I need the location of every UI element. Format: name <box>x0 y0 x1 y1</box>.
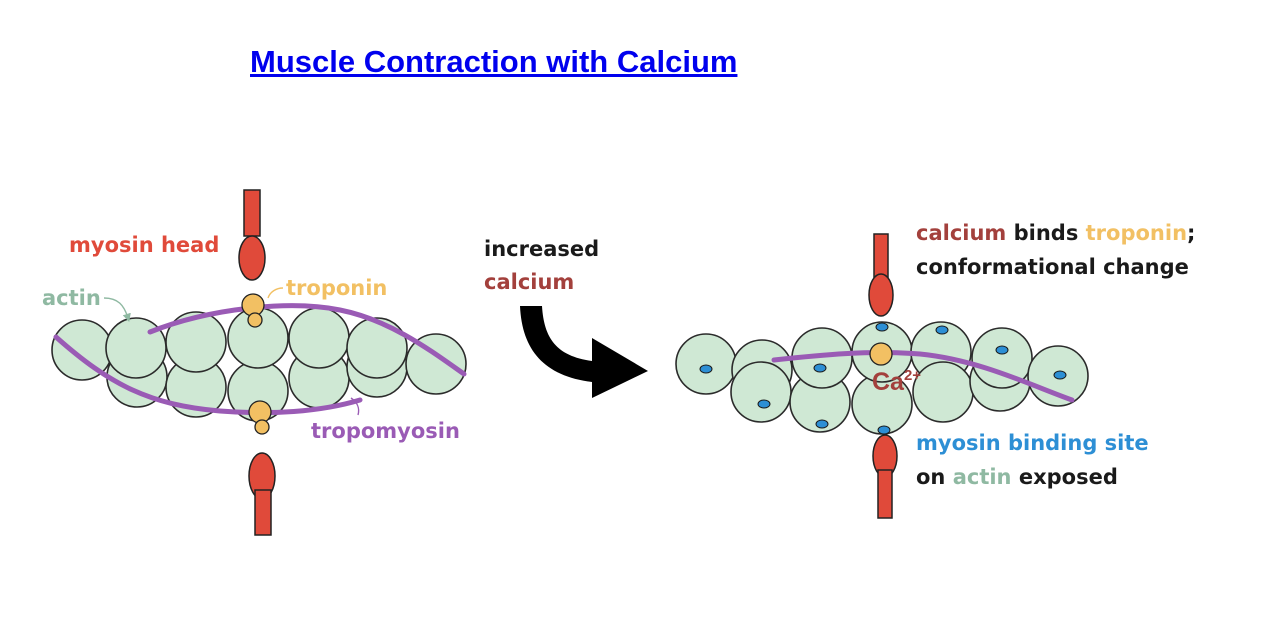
actin-bead <box>912 361 974 423</box>
actin-bead <box>165 311 227 373</box>
actin-label: actin <box>42 286 101 310</box>
actin-bead <box>971 327 1033 389</box>
actin-filament-left <box>51 307 467 422</box>
tropomyosin-right <box>771 350 1075 403</box>
binding-site <box>875 322 889 332</box>
binding-site <box>877 425 891 435</box>
myosin-head-bottom-right <box>872 434 898 519</box>
binding-site <box>815 419 829 429</box>
troponin-top-left <box>241 293 265 328</box>
myosin-head-bottom-left <box>248 452 276 536</box>
binding-site <box>813 363 827 373</box>
tropomyosin-label: tropomyosin <box>311 419 460 443</box>
troponin-label: troponin <box>286 276 387 300</box>
right-panel: Ca2+ calcium binds troponin; conformatio… <box>675 221 1195 519</box>
troponin-right <box>869 342 893 366</box>
actin-bead <box>675 333 737 395</box>
troponin-bottom-left <box>248 400 272 435</box>
curved-arrow-icon <box>520 306 648 398</box>
actin-bead <box>288 307 350 369</box>
myosin-head-label: myosin head <box>69 233 219 257</box>
caption-on-actin-exposed: on actin exposed <box>916 465 1118 489</box>
calcium-ion-label: Ca2+ <box>872 367 921 396</box>
caption-conformational-change: conformational change <box>916 255 1189 279</box>
transition-arrow: increased calcium <box>484 237 648 398</box>
actin-pointer <box>103 297 131 323</box>
arrow-label-line2: calcium <box>484 270 574 294</box>
binding-site <box>995 345 1009 355</box>
actin-bead <box>730 361 792 423</box>
tropomyosin-pointer <box>350 397 360 416</box>
caption-myosin-binding-site: myosin binding site <box>916 431 1149 455</box>
arrow-label-line1: increased <box>484 237 599 261</box>
binding-site <box>699 364 713 374</box>
binding-site <box>1053 370 1067 380</box>
diagram-title: Muscle Contraction with Calcium <box>250 44 738 79</box>
myosin-binding-sites <box>699 322 1067 435</box>
binding-site <box>757 399 771 409</box>
troponin-pointer <box>267 287 284 299</box>
binding-site <box>935 325 949 335</box>
actin-bead <box>405 333 467 395</box>
myosin-head-top-left <box>238 189 266 281</box>
tropomyosin-left <box>53 303 467 416</box>
caption-calcium-binds-troponin: calcium binds troponin; <box>916 221 1195 245</box>
myosin-head-top-right <box>868 233 894 317</box>
left-panel: myosin head actin troponin tropomyosin <box>42 189 467 536</box>
actin-bead <box>346 317 408 379</box>
actin-filament-right <box>675 321 1089 435</box>
